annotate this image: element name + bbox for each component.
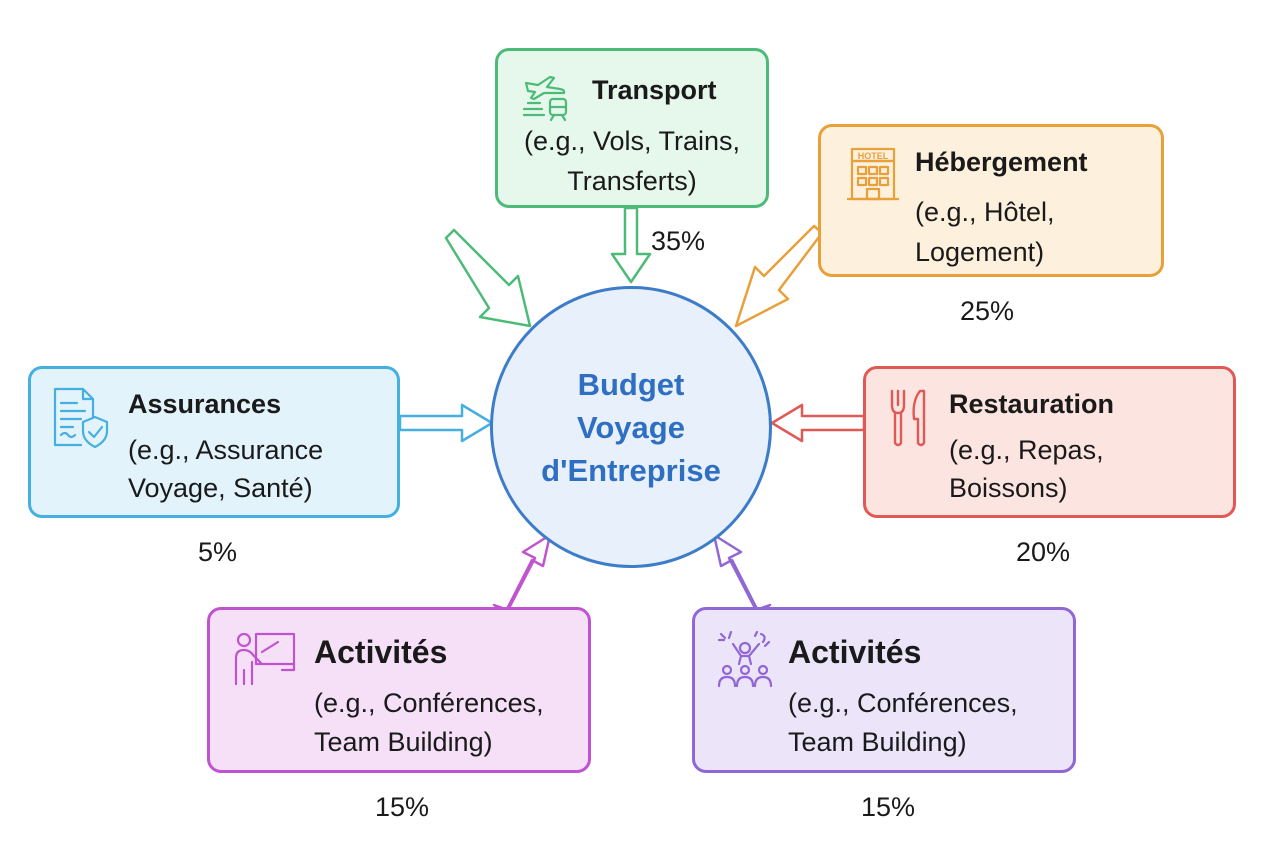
hub-title: Budget Voyage d'Entreprise xyxy=(541,366,721,488)
arrow-activites-1 xyxy=(492,533,552,613)
percent-activites-2: 15% xyxy=(861,792,916,822)
card-transport: Transport (e.g., Vols, Trains, Transfert… xyxy=(495,48,769,208)
card-hebergement: HOTEL Hébergement (e.g., Hôtel, Logement… xyxy=(818,124,1164,277)
arrow-green-diagonal xyxy=(444,228,532,328)
card-title: Transport xyxy=(592,75,717,105)
group-celebration-icon xyxy=(715,630,775,695)
arrow-assurances xyxy=(398,403,494,443)
card-description: (e.g., Repas, Boissons) xyxy=(949,435,1104,503)
percent-activites-1: 15% xyxy=(375,792,430,822)
card-activites-1: Activités (e.g., Conférences, Team Build… xyxy=(207,607,591,773)
card-activites-2: Activités (e.g., Conférences, Team Build… xyxy=(692,607,1076,773)
hotel-icon: HOTEL xyxy=(846,147,900,210)
card-assurances: Assurances (e.g., Assurance Voyage, Sant… xyxy=(28,366,400,518)
arrow-activites-2 xyxy=(712,533,772,613)
percent-assurances: 5% xyxy=(198,537,238,567)
plane-train-icon xyxy=(520,69,574,128)
card-description: (e.g., Conférences, Team Building) xyxy=(788,688,1018,757)
card-title: Restauration xyxy=(949,389,1115,419)
fork-knife-icon xyxy=(886,387,932,454)
arrow-restauration xyxy=(770,403,866,443)
card-description: (e.g., Hôtel, Logement) xyxy=(915,197,1055,267)
arrow-transport xyxy=(610,206,652,284)
card-title: Activités xyxy=(788,634,922,670)
card-title: Hébergement xyxy=(915,147,1088,177)
budget-hub: Budget Voyage d'Entreprise xyxy=(490,286,772,568)
document-shield-icon xyxy=(51,387,111,454)
card-description: (e.g., Conférences, Team Building) xyxy=(314,688,544,757)
card-title: Assurances xyxy=(128,389,282,419)
percent-transport: 35% xyxy=(651,226,706,256)
card-title: Activités xyxy=(314,634,448,670)
hotel-icon-label: HOTEL xyxy=(858,151,889,161)
arrow-hebergement xyxy=(734,224,824,328)
percent-hebergement: 25% xyxy=(960,296,1015,326)
card-restauration: Restauration (e.g., Repas, Boissons) xyxy=(863,366,1236,518)
presenter-board-icon xyxy=(232,630,298,695)
card-description: (e.g., Vols, Trains, Transferts) xyxy=(523,126,741,196)
percent-restauration: 20% xyxy=(1016,537,1071,567)
card-description: (e.g., Assurance Voyage, Santé) xyxy=(128,435,324,503)
